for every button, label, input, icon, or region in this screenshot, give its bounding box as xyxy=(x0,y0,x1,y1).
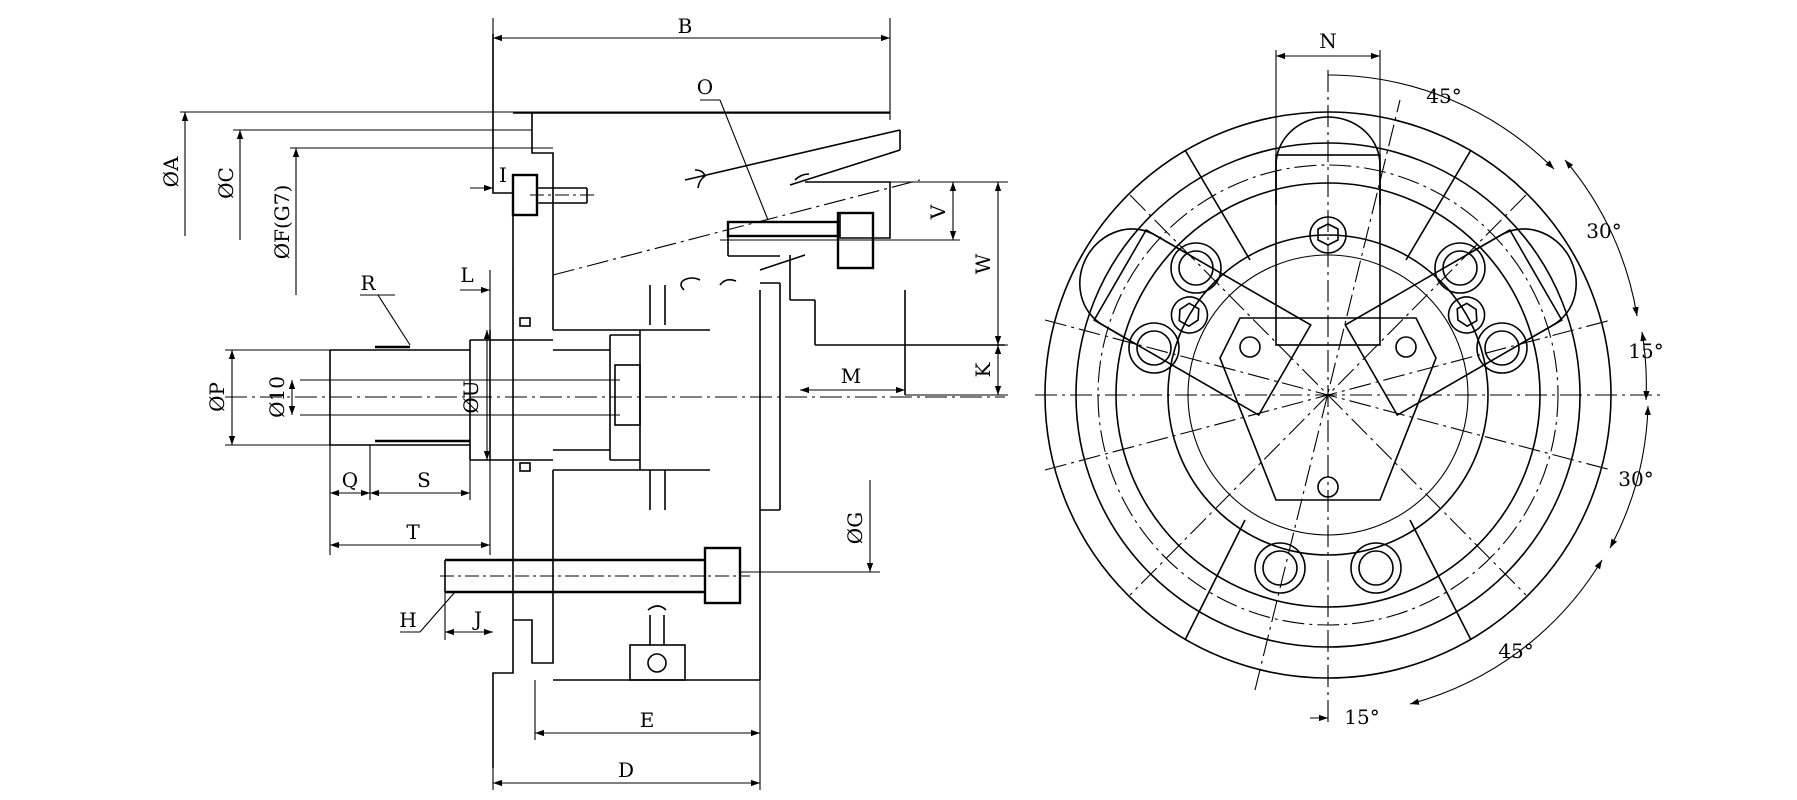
dim-label-b: B xyxy=(678,14,693,38)
dim-label-u: ØU xyxy=(459,380,483,413)
dim-label-a: ØA xyxy=(159,156,183,187)
dim-label-l: L xyxy=(460,263,473,287)
angle-label-30-upper: 30° xyxy=(1586,219,1621,243)
dim-label-q: Q xyxy=(342,468,358,492)
dim-label-i: I xyxy=(499,163,507,187)
dim-label-w: W xyxy=(971,253,995,274)
dim-label-p: ØP xyxy=(205,382,229,412)
dim-label-v: V xyxy=(926,204,950,220)
angle-label-45-top: 45° xyxy=(1426,84,1461,108)
side-view: B O ØA ØC ØF(G7) I L R ØP Ø10 ØU Q S T H… xyxy=(159,14,1008,790)
dim-label-t: T xyxy=(406,520,420,544)
bolt-holes xyxy=(1128,242,1528,594)
draw-tube xyxy=(329,317,641,472)
angle-label-15-bottom: 15° xyxy=(1344,705,1379,729)
dim-label-bore: Ø10 xyxy=(265,376,289,418)
front-view: N 45° 30° 15° 30° 45° 15° xyxy=(1035,29,1665,729)
dim-label-d: D xyxy=(618,758,634,782)
bottom-nut xyxy=(629,605,686,681)
small-top-screw xyxy=(511,173,595,217)
dim-label-g: ØG xyxy=(843,512,867,544)
dim-label-s: S xyxy=(417,468,431,492)
jaw-bolt xyxy=(720,211,960,270)
dim-label-n: N xyxy=(1319,29,1337,53)
jaw-lower-left xyxy=(1078,228,1312,417)
angle-label-30-lower: 30° xyxy=(1618,467,1653,491)
dim-label-m: M xyxy=(841,364,861,388)
mounting-bolt xyxy=(440,546,750,605)
dim-label-o: O xyxy=(697,75,713,99)
dim-label-c: ØC xyxy=(214,167,238,199)
dim-label-j: J xyxy=(472,607,482,631)
dim-label-r: R xyxy=(360,271,376,295)
front-centerlines xyxy=(1035,70,1665,725)
angle-arcs xyxy=(1310,74,1651,722)
dim-label-h: H xyxy=(399,608,416,632)
dim-label-f: ØF(G7) xyxy=(270,185,294,260)
dim-label-k: K xyxy=(971,361,995,377)
top-jaw xyxy=(552,129,1005,395)
dim-n xyxy=(1275,50,1381,155)
chuck-body xyxy=(492,34,890,768)
center-hex xyxy=(1219,317,1437,501)
angle-label-45-bottom: 45° xyxy=(1498,639,1533,663)
jaw-lower-right xyxy=(1344,228,1578,417)
dim-label-e: E xyxy=(640,708,655,732)
angle-label-15-right: 15° xyxy=(1628,339,1663,363)
dimension-lines xyxy=(180,18,1008,790)
